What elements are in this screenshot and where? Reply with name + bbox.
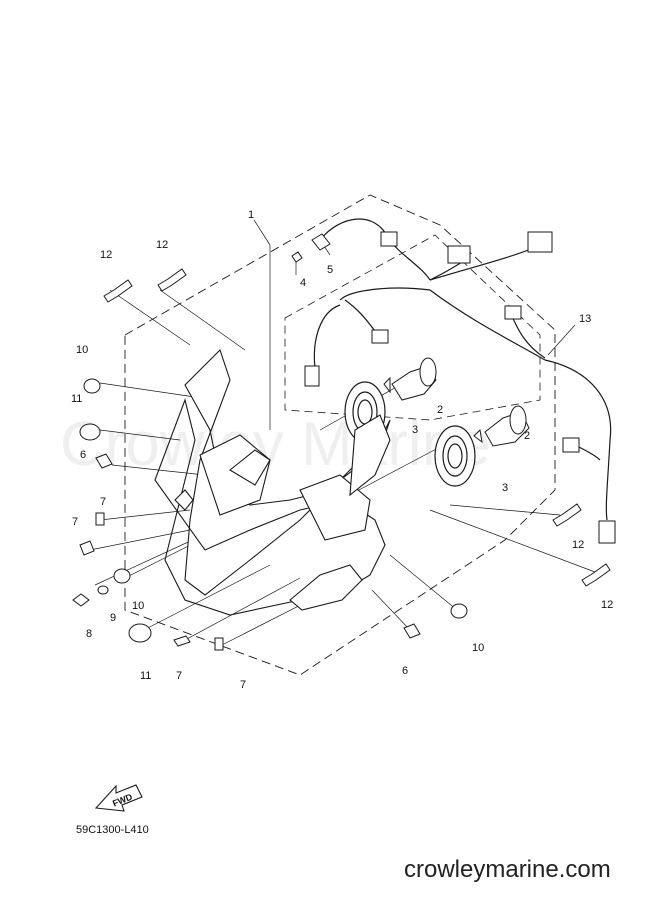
- callout-12-b: 12: [156, 239, 168, 251]
- callout-6-b: 6: [402, 665, 408, 677]
- headlight-bulb-right: [473, 405, 530, 447]
- bolt-right-a: [552, 503, 582, 527]
- clip-7-left-a: [95, 512, 105, 526]
- callout-2-b: 2: [524, 430, 530, 442]
- grommet-11-left-low: [128, 623, 152, 643]
- callout-8: 8: [86, 628, 92, 640]
- connector-right-a: [562, 437, 580, 453]
- callout-12-a: 12: [100, 249, 112, 261]
- grommet-10-left-top: [83, 378, 101, 394]
- callout-11-b: 11: [140, 670, 151, 682]
- callout-9: 9: [110, 612, 116, 624]
- callout-10-b: 10: [132, 600, 144, 612]
- bolt-top-mid: [157, 268, 187, 292]
- callout-10-c: 10: [472, 642, 484, 654]
- connector-left-low: [304, 365, 320, 387]
- connector-right-b: [598, 520, 616, 544]
- bolt-right-b: [581, 563, 611, 587]
- clip-7-left-b: [79, 540, 95, 556]
- callout-13: 13: [579, 313, 591, 325]
- callout-3-b: 3: [502, 482, 508, 494]
- callout-7-c: 7: [176, 670, 182, 682]
- position-bulb: [291, 233, 331, 263]
- callout-12-d: 12: [601, 599, 613, 611]
- site-footer-text: crowleymarine.com: [404, 856, 611, 883]
- connector-top-right: [527, 231, 553, 253]
- callout-2-a: 2: [437, 404, 443, 416]
- connector-top-mid: [447, 245, 471, 264]
- headlight-housing: [154, 348, 391, 616]
- bolts: [72, 268, 611, 607]
- callout-3-a: 3: [412, 424, 418, 436]
- grommet-10-right: [450, 603, 468, 619]
- connector-bulb-left: [371, 329, 389, 344]
- callout-numbers: 1 12 12 4 5 10 11 6 7 7 8 9 10 11 7 7 6 …: [71, 209, 613, 691]
- watermark-text: Crowley Marine: [60, 410, 491, 479]
- washer-9: [97, 585, 109, 595]
- callout-5: 5: [327, 264, 333, 276]
- bolt-top-left: [103, 279, 133, 303]
- clip-7-low-b: [214, 637, 224, 651]
- callout-1: 1: [248, 209, 254, 221]
- callout-7-d: 7: [240, 679, 246, 691]
- callout-10-a: 10: [76, 344, 88, 356]
- grommet-11-left-top: [79, 423, 101, 441]
- clip-7-low-a: [173, 635, 191, 647]
- callout-7-b: 7: [72, 516, 78, 528]
- callout-11-a: 11: [71, 393, 82, 405]
- connector-center: [504, 305, 522, 320]
- connector-top-left: [380, 231, 398, 247]
- drawing-code: 59C1300-L410: [76, 824, 149, 836]
- bolt-left-8: [72, 593, 90, 607]
- bulb-sub-assembly-dashed-outline: [284, 234, 541, 421]
- connectors: [304, 231, 616, 544]
- bulb-seal-right: [434, 425, 476, 487]
- clip-6-left: [95, 453, 113, 469]
- grommet-10-left-low: [113, 568, 131, 584]
- headlight-assembly-dashed-outline: [124, 194, 556, 676]
- callout-7-a: 7: [100, 496, 106, 508]
- callout-12-c: 12: [572, 539, 584, 551]
- grommets-nuts: [79, 378, 468, 651]
- headlight-bulb-left: [383, 357, 437, 401]
- callout-6-a: 6: [80, 449, 86, 461]
- clip-6-right: [403, 623, 421, 639]
- callout-4: 4: [300, 277, 306, 289]
- fwd-arrow-icon: FWD: [94, 784, 143, 812]
